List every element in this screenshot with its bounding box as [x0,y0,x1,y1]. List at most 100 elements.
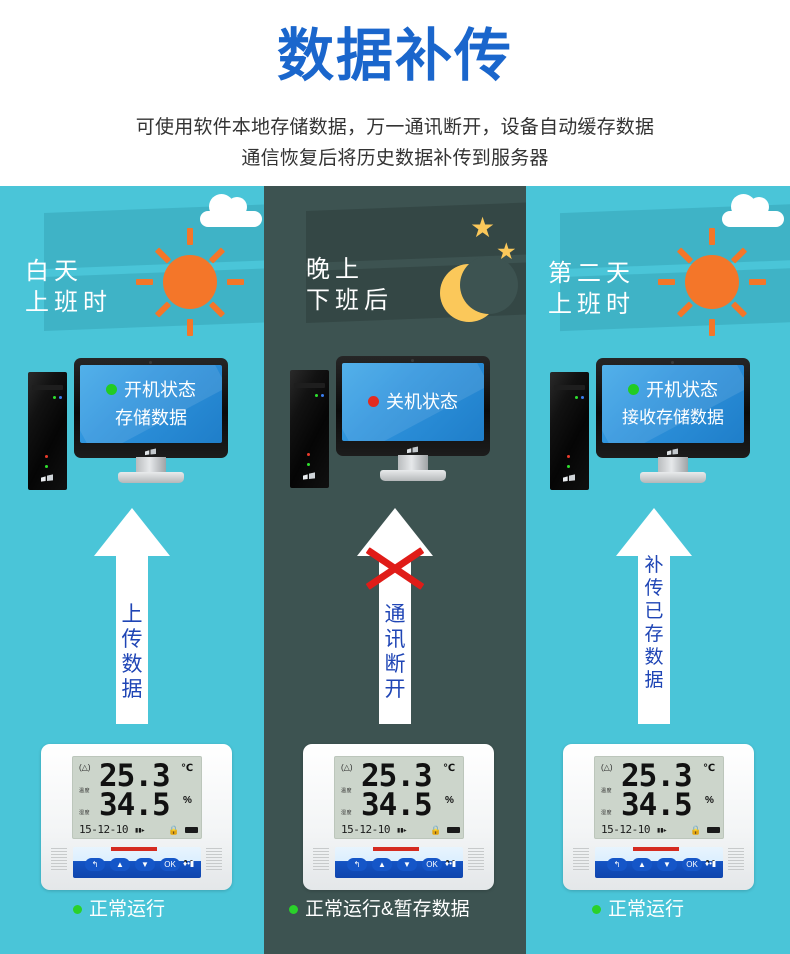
power-status-dot-on [628,384,639,395]
computer-tower [290,370,329,488]
lcd-display: (△) 温度 湿度 25.3 ℃ 34.5 % 15-12-10 ▮▮▸ 🔒 [594,756,724,839]
back-button[interactable]: ↰ [347,858,367,871]
windows-logo-icon [563,474,575,482]
vent-left [573,848,589,875]
scene-label-next-day: 第二天 上班时 [548,258,635,320]
webcam-icon [671,361,674,364]
caption-text: 正常运行 [608,899,685,920]
sun-icon [658,228,766,336]
windows-logo-icon [41,474,53,482]
caption-night: 正常运行&暂存数据 [289,898,470,922]
status-led-green [307,463,310,466]
status-led-green [567,465,570,468]
control-panel: ↰ ▲ ▼ OK ♦•▮ [595,847,723,878]
sun-icon [136,228,244,336]
subtitle-line-1: 可使用软件本地存储数据，万一通讯断开，设备自动缓存数据 [135,117,655,138]
computer-monitor: 关机状态 [336,356,490,481]
windows-logo-icon [145,448,156,456]
activity-led-blue [581,396,584,399]
ok-button[interactable]: OK [422,858,442,871]
humidity-label: 湿度 [79,810,91,816]
star-icon: ★ [470,212,496,243]
computer-monitor: 开机状态 存储数据 [74,358,228,483]
monitor-screen: 开机状态 存储数据 [80,365,222,443]
monitor-status-text: 关机状态 [386,392,458,412]
ok-button[interactable]: OK [682,858,702,871]
scene-label-line-1: 晚上 [306,256,364,283]
page-subtitle: 可使用软件本地存储数据，万一通讯断开，设备自动缓存数据 通信恢复后将历史数据补传… [0,112,790,174]
activity-led-blue [321,394,324,397]
battery-icon [707,827,720,833]
humidity-unit: % [183,795,192,806]
back-button[interactable]: ↰ [607,858,627,871]
humidity-unit: % [445,795,454,806]
lcd-display: (△) 温度 湿度 25.3 ℃ 34.5 % 15-12-10 ▮▮▸ 🔒 [72,756,202,839]
hdd-led-red [567,455,570,458]
temperature-label: 温度 [601,788,613,794]
scene-label-day: 白天 上班时 [25,256,112,318]
vent-left [313,848,329,875]
ok-button[interactable]: OK [160,858,180,871]
probe-icon: ♦•▮ [183,859,195,868]
monitor-status-text: 开机状态 [646,380,718,400]
signal-icon: ▮▮▸ [657,828,667,834]
panel-night: ★ ★ 晚上 下班后 [264,186,526,954]
x-mark-icon [362,544,428,592]
windows-logo-icon [667,448,678,456]
power-status-dot-on [106,384,117,395]
temperature-value: 25.3 [361,758,433,794]
star-icon: ★ [496,238,517,264]
cloud-icon [722,194,784,227]
monitor-action-text: 接收存储数据 [622,408,724,427]
panel-next-day: 第二天 上班时 [526,186,790,954]
probe-icon: ♦•▮ [705,859,717,868]
computer-tower [28,372,67,490]
date-value: 15-12-10 [601,823,650,836]
signal-icon: ▮▮▸ [135,828,145,834]
monitor-status-line: 关机状态 [342,391,484,413]
control-panel: ↰ ▲ ▼ OK ♦•▮ [73,847,201,878]
humidity-value: 34.5 [621,787,693,823]
up-button[interactable]: ▲ [372,858,392,871]
computer-night: 关机状态 [290,356,490,496]
down-button[interactable]: ▼ [397,858,417,871]
arrow-label: 通讯断开 [384,603,406,701]
lcd-display: (△) 温度 湿度 25.3 ℃ 34.5 % 15-12-10 ▮▮▸ 🔒 [334,756,464,839]
probe-icon: ♦•▮ [445,859,457,868]
temperature-label: 温度 [341,788,353,794]
status-dot-icon [289,905,298,914]
activity-led-blue [59,396,62,399]
status-led-green [45,465,48,468]
monitor-status-line: 开机状态 [602,379,744,401]
temperature-value: 25.3 [99,758,171,794]
temperature-unit: ℃ [703,763,716,774]
caption-next-day: 正常运行 [592,898,684,922]
back-button[interactable]: ↰ [85,858,105,871]
scene-label-line-1: 第二天 [548,260,635,287]
temperature-unit: ℃ [443,763,456,774]
up-button[interactable]: ▲ [110,858,130,871]
humidity-value: 34.5 [99,787,171,823]
computer-next-day: 开机状态 接收存储数据 [550,358,750,498]
hdd-led-red [45,455,48,458]
panel-day: 白天 上班时 [0,186,264,954]
vent-left [51,848,67,875]
hdd-led-red [307,453,310,456]
down-button[interactable]: ▼ [657,858,677,871]
computer-monitor: 开机状态 接收存储数据 [596,358,750,483]
down-button[interactable]: ▼ [135,858,155,871]
power-led-green [575,396,578,399]
caption-text: 正常运行 [89,899,166,920]
header: 数据补传 可使用软件本地存储数据，万一通讯断开，设备自动缓存数据 通信恢复后将历… [0,0,790,186]
date-value: 15-12-10 [79,823,128,836]
webcam-icon [411,359,414,362]
cloud-icon [200,194,262,227]
power-led-green [315,394,318,397]
up-button[interactable]: ▲ [632,858,652,871]
scenario-panels: 白天 上班时 [0,186,790,954]
humidity-value: 34.5 [361,787,433,823]
control-panel: ↰ ▲ ▼ OK ♦•▮ [335,847,463,878]
sensor-device-day: (△) 温度 湿度 25.3 ℃ 34.5 % 15-12-10 ▮▮▸ 🔒 [41,744,232,890]
power-led-green [53,396,56,399]
scene-label-line-2: 上班时 [25,289,112,316]
